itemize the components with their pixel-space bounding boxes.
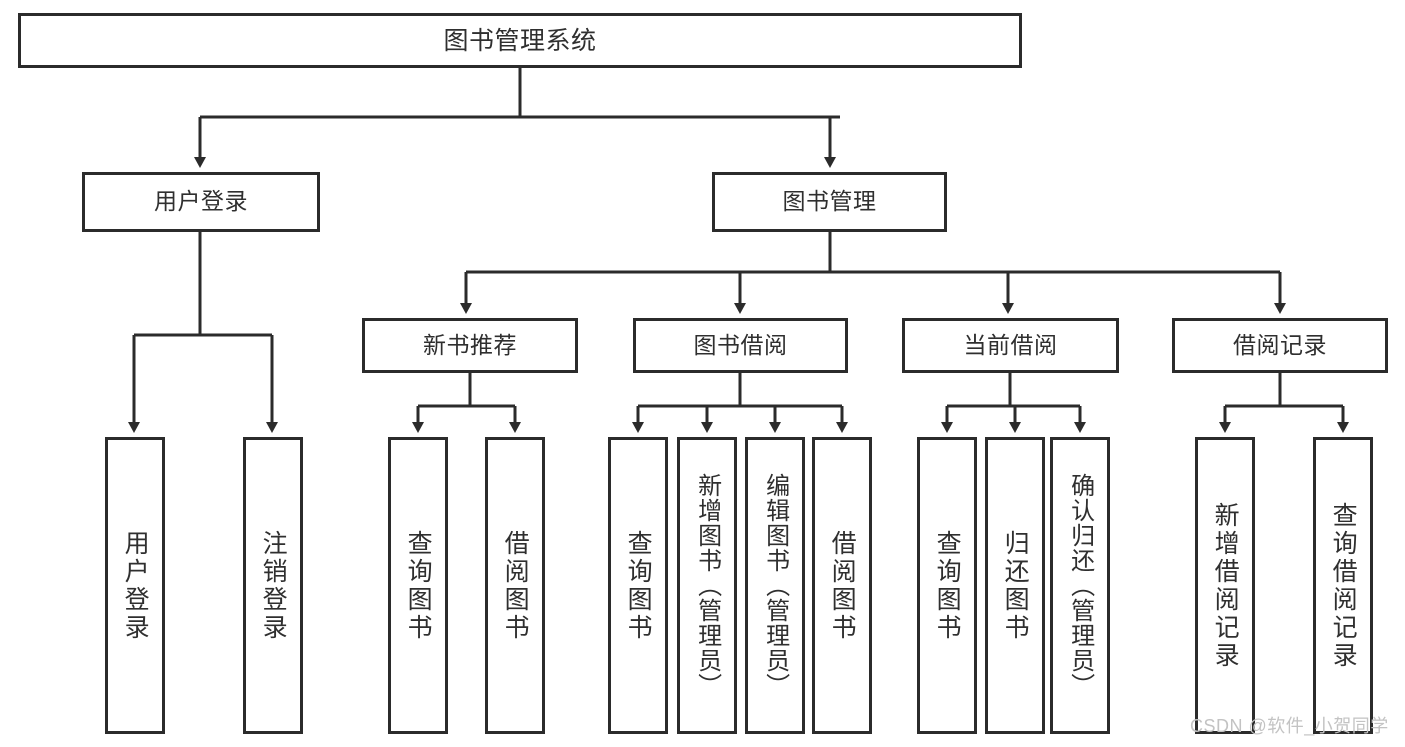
leaf-query-book-current[interactable]: 查询图书: [917, 437, 977, 734]
leaf-logout[interactable]: 注销登录: [243, 437, 303, 734]
node-label: 用户登录: [154, 188, 248, 215]
node-label: 查询图书: [404, 529, 433, 642]
node-label: 用户登录: [121, 529, 150, 642]
node-label: 借阅图书: [828, 529, 857, 642]
node-label: 归还图书: [1001, 529, 1030, 642]
node-user-login[interactable]: 用户登录: [82, 172, 320, 232]
node-label: 新增借阅记录: [1211, 501, 1240, 670]
leaf-add-book-admin[interactable]: 新增图书（管理员）: [677, 437, 737, 734]
leaf-query-borrow-record[interactable]: 查询借阅记录: [1313, 437, 1373, 734]
node-label: 查询图书: [933, 529, 962, 642]
node-label: 查询借阅记录: [1329, 501, 1358, 670]
node-label: 借阅记录: [1233, 331, 1327, 358]
node-current-borrow[interactable]: 当前借阅: [902, 318, 1119, 373]
node-label: 图书管理系统: [443, 26, 597, 55]
node-root-book-management-system[interactable]: 图书管理系统: [18, 13, 1022, 68]
leaf-borrow-book[interactable]: 借阅图书: [812, 437, 872, 734]
leaf-borrow-book-recommend[interactable]: 借阅图书: [485, 437, 545, 734]
node-label: 借阅图书: [501, 529, 530, 642]
node-label: 图书借阅: [693, 331, 788, 358]
leaf-confirm-return-admin[interactable]: 确认归还（管理员）: [1050, 437, 1110, 734]
node-label: 新书推荐: [423, 331, 517, 358]
node-label: 查询图书: [624, 529, 653, 642]
leaf-return-book[interactable]: 归还图书: [985, 437, 1045, 734]
node-borrow-record[interactable]: 借阅记录: [1172, 318, 1388, 373]
node-book-borrow[interactable]: 图书借阅: [633, 318, 848, 373]
leaf-query-book-borrow[interactable]: 查询图书: [608, 437, 668, 734]
leaf-add-borrow-record[interactable]: 新增借阅记录: [1195, 437, 1255, 734]
node-label: 确认归还（管理员）: [1066, 473, 1094, 698]
leaf-query-book-recommend[interactable]: 查询图书: [388, 437, 448, 734]
node-label: 当前借阅: [963, 331, 1058, 358]
node-book-management[interactable]: 图书管理: [712, 172, 947, 232]
node-label: 编辑图书（管理员）: [761, 473, 789, 698]
leaf-user-login[interactable]: 用户登录: [105, 437, 165, 734]
node-label: 图书管理: [782, 188, 877, 215]
node-new-book-recommend[interactable]: 新书推荐: [362, 318, 578, 373]
leaf-edit-book-admin[interactable]: 编辑图书（管理员）: [745, 437, 805, 734]
node-label: 注销登录: [259, 529, 288, 642]
node-label: 新增图书（管理员）: [693, 473, 721, 698]
